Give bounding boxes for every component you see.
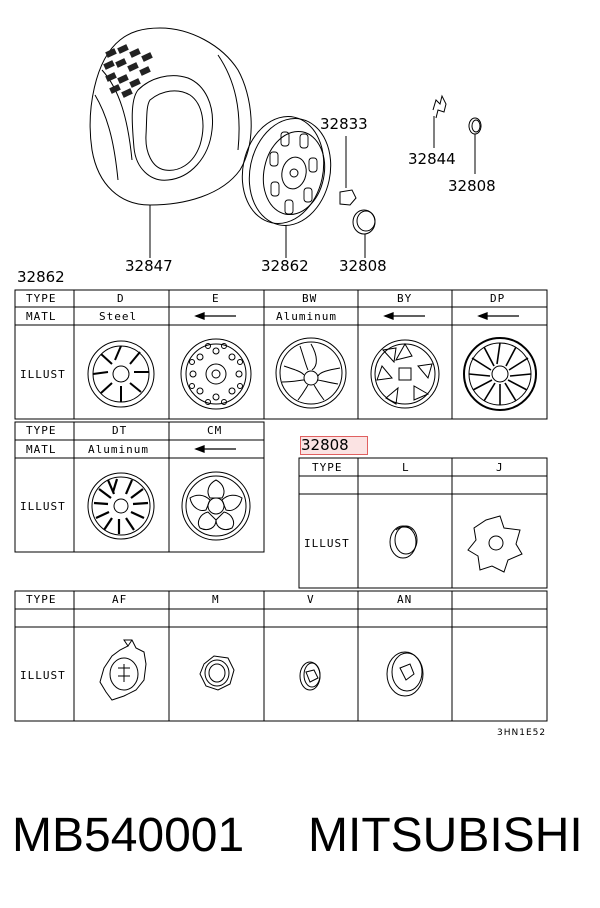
material-aluminum-2: Aluminum xyxy=(88,443,149,456)
clip-drawing xyxy=(432,94,447,148)
material-aluminum: Aluminum xyxy=(276,310,337,323)
wheel-illust-dp xyxy=(463,337,537,411)
callout-cap-bottom: 32808 xyxy=(339,257,387,275)
cap-illust-an xyxy=(386,651,424,697)
cap2-illustrations xyxy=(99,639,424,701)
wheel-table-title: 32862 xyxy=(17,268,65,286)
wheel-table-grid xyxy=(14,289,548,553)
cap-illust-j xyxy=(467,515,523,573)
tire-drawing xyxy=(89,27,252,258)
wheel-table-type-label: TYPE xyxy=(26,292,57,305)
wheel-table2-matl-label: MATL xyxy=(26,443,57,456)
cap2-table-illust-label: ILLUST xyxy=(20,669,66,682)
cap-table-type-label: TYPE xyxy=(312,461,343,474)
cap2-type-m: M xyxy=(212,593,220,606)
wheel-illust-by xyxy=(370,339,440,409)
cap-table-illust-label: ILLUST xyxy=(304,537,350,550)
cap-right-drawing xyxy=(468,117,482,174)
cap2-table-grid xyxy=(14,590,548,722)
wheel-table-matl-label: MATL xyxy=(26,310,57,323)
type-d: D xyxy=(117,292,125,305)
type-bw: BW xyxy=(302,292,318,305)
type-dp: DP xyxy=(490,292,506,305)
cap-illust-m xyxy=(199,655,235,691)
callout-wheel: 32862 xyxy=(261,257,309,275)
type-e: E xyxy=(212,292,220,305)
cap-table-grid xyxy=(298,457,548,589)
callout-nut: 32833 xyxy=(320,115,368,133)
cap-table-title: 32808 xyxy=(300,436,368,455)
cap-illustrations xyxy=(389,515,523,573)
cap-illust-v xyxy=(299,661,321,691)
wheel-illust-cm xyxy=(181,471,251,541)
type-cm: CM xyxy=(207,424,223,437)
callout-clip: 32844 xyxy=(408,150,456,168)
wheel-illust-bw xyxy=(275,337,347,409)
cap2-type-af: AF xyxy=(112,593,128,606)
part-number: MB540001 xyxy=(12,809,245,862)
cap-illust-l xyxy=(389,525,418,559)
cap2-type-v: V xyxy=(307,593,315,606)
wheel-table2-type-label: TYPE xyxy=(26,424,57,437)
cap2-table-type-label: TYPE xyxy=(26,593,57,606)
wheel-drawing xyxy=(241,116,332,258)
wheel-illust-dt xyxy=(87,472,155,540)
wheel-table-illust-label: ILLUST xyxy=(20,368,66,381)
cap-bottom-drawing xyxy=(352,209,376,258)
brand-name: MITSUBISHI xyxy=(308,809,583,862)
wheel-illustrations xyxy=(87,337,537,541)
diagram-code: 3HN1E52 xyxy=(497,728,547,738)
nut-drawing xyxy=(339,136,357,206)
cap-type-j: J xyxy=(496,461,504,474)
wheel-illust-e xyxy=(180,338,252,410)
wheel-table2-illust-label: ILLUST xyxy=(20,500,66,513)
type-dt: DT xyxy=(112,424,128,437)
cap2-type-an: AN xyxy=(397,593,413,606)
callout-cap-right: 32808 xyxy=(448,177,496,195)
type-by: BY xyxy=(397,292,413,305)
cap-illust-af xyxy=(99,639,147,701)
wheel-illust-d xyxy=(87,340,155,408)
callout-tire: 32847 xyxy=(125,257,173,275)
material-steel: Steel xyxy=(99,310,138,323)
cap-type-l: L xyxy=(402,461,410,474)
